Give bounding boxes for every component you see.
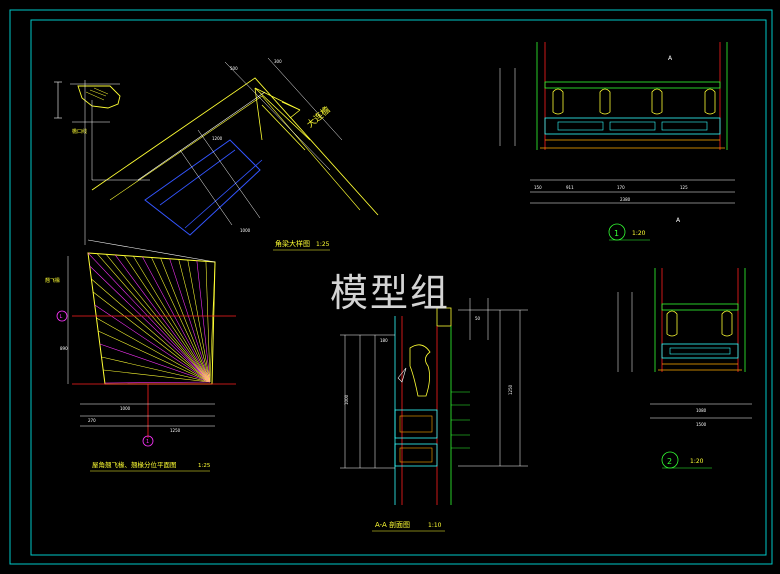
rafter-line bbox=[103, 369, 211, 383]
section-dim-2: 1250 bbox=[508, 384, 513, 395]
elev1-marker-label: 1 bbox=[614, 229, 619, 238]
section-dim-4: 180 bbox=[380, 338, 388, 343]
corner-detail-title: 角梁大样图 bbox=[275, 239, 310, 248]
elev2-marker-label: 2 bbox=[667, 457, 672, 466]
section-leader-notes bbox=[451, 391, 470, 449]
elev1-dim-1: 150 bbox=[534, 185, 542, 190]
grid-bubble-1 bbox=[142, 435, 154, 447]
profile-detail: 檐口线 bbox=[54, 81, 121, 135]
rafter-line bbox=[133, 256, 211, 383]
rafter-line bbox=[91, 278, 211, 383]
corner-dim-1: 500 bbox=[230, 66, 238, 71]
rafter-line bbox=[96, 253, 211, 383]
inner-frame bbox=[30, 19, 767, 556]
elev1-dim-5: 2380 bbox=[620, 197, 631, 202]
rafter-line bbox=[209, 261, 216, 383]
rafter-line bbox=[178, 259, 211, 383]
plan-note-1: 翘飞椽 bbox=[45, 277, 60, 284]
section-title: A-A 剖面图 bbox=[375, 520, 410, 529]
corner-detail-drawing: 檐口线 大连檐 500 300 1200 1000 角梁大样图 1:25 bbox=[54, 57, 379, 251]
watermark-text: 模型组 bbox=[330, 271, 451, 315]
plan-scale: 1:25 bbox=[198, 463, 211, 469]
rafter-line bbox=[99, 343, 211, 383]
rafter-fan-lines bbox=[87, 252, 216, 384]
plan-dim-1: 1250 bbox=[170, 428, 181, 433]
rafter-line bbox=[160, 258, 211, 383]
elev2-scale: 1:20 bbox=[690, 458, 704, 465]
elev1-section-mark-top: A bbox=[668, 55, 673, 62]
elevation-1-drawing: 150 911 170 125 2380 A A 1 1:20 bbox=[499, 42, 735, 241]
section-aa-drawing: 1000 1250 50 180 A-A 剖面图 1:10 bbox=[340, 298, 528, 532]
rafter-line bbox=[98, 330, 211, 383]
elev1-section-mark-bottom: A bbox=[676, 217, 681, 224]
section-dim-3: 50 bbox=[475, 316, 481, 321]
plan-title: 屋角翘飞椽、翘椽分位平面图 bbox=[92, 460, 177, 469]
grid-bubble-l bbox=[56, 310, 68, 322]
elev1-dim-2: 911 bbox=[566, 185, 574, 190]
corner-dim-2: 300 bbox=[274, 59, 282, 64]
rafter-line bbox=[124, 255, 211, 383]
rafter-line bbox=[101, 356, 211, 383]
section-dim-1: 1000 bbox=[344, 394, 349, 405]
corner-dim-3: 1200 bbox=[212, 136, 223, 141]
plan-dim-2: 1000 bbox=[120, 406, 131, 411]
rafter-line bbox=[187, 260, 211, 383]
rafter-line bbox=[104, 381, 211, 384]
rafter-line bbox=[151, 257, 211, 383]
grid-bubble-1-label: 1 bbox=[146, 439, 149, 445]
corner-dim-4: 1000 bbox=[240, 228, 251, 233]
outer-frame bbox=[9, 9, 773, 565]
rafter-line bbox=[169, 258, 211, 383]
rafter-line bbox=[205, 261, 211, 383]
rafter-plan-drawing: L 1 翘飞椽 1250 1000 890 270 屋角翘飞椽、翘椽分位平面图 … bbox=[45, 239, 236, 472]
grid-bubble-l-label: L bbox=[60, 314, 63, 320]
rafter-line bbox=[105, 254, 211, 383]
corner-detail-scale: 1:25 bbox=[316, 241, 330, 248]
corner-note-label: 大连檐 bbox=[304, 104, 332, 131]
rafter-line bbox=[89, 265, 211, 383]
elev2-dim-2: 1500 bbox=[696, 422, 707, 427]
elev2-dim-1: 1080 bbox=[696, 408, 707, 413]
rafter-line bbox=[114, 254, 211, 383]
rafter-line bbox=[92, 291, 211, 383]
elevation-2-drawing: 1080 1500 2 1:20 bbox=[617, 268, 752, 469]
rafter-line bbox=[87, 252, 211, 383]
elev1-scale: 1:20 bbox=[632, 230, 646, 237]
plan-dim-3: 890 bbox=[60, 346, 68, 351]
profile-note: 檐口线 bbox=[72, 128, 87, 135]
rafter-line bbox=[96, 317, 211, 383]
rafter-line bbox=[196, 260, 211, 383]
elev1-dim-3: 170 bbox=[617, 185, 625, 190]
rafter-line bbox=[94, 304, 211, 383]
rafter-line bbox=[142, 256, 211, 383]
section-scale: 1:10 bbox=[428, 522, 442, 529]
plan-dim-4: 270 bbox=[88, 418, 96, 423]
elev1-dim-4: 125 bbox=[680, 185, 688, 190]
